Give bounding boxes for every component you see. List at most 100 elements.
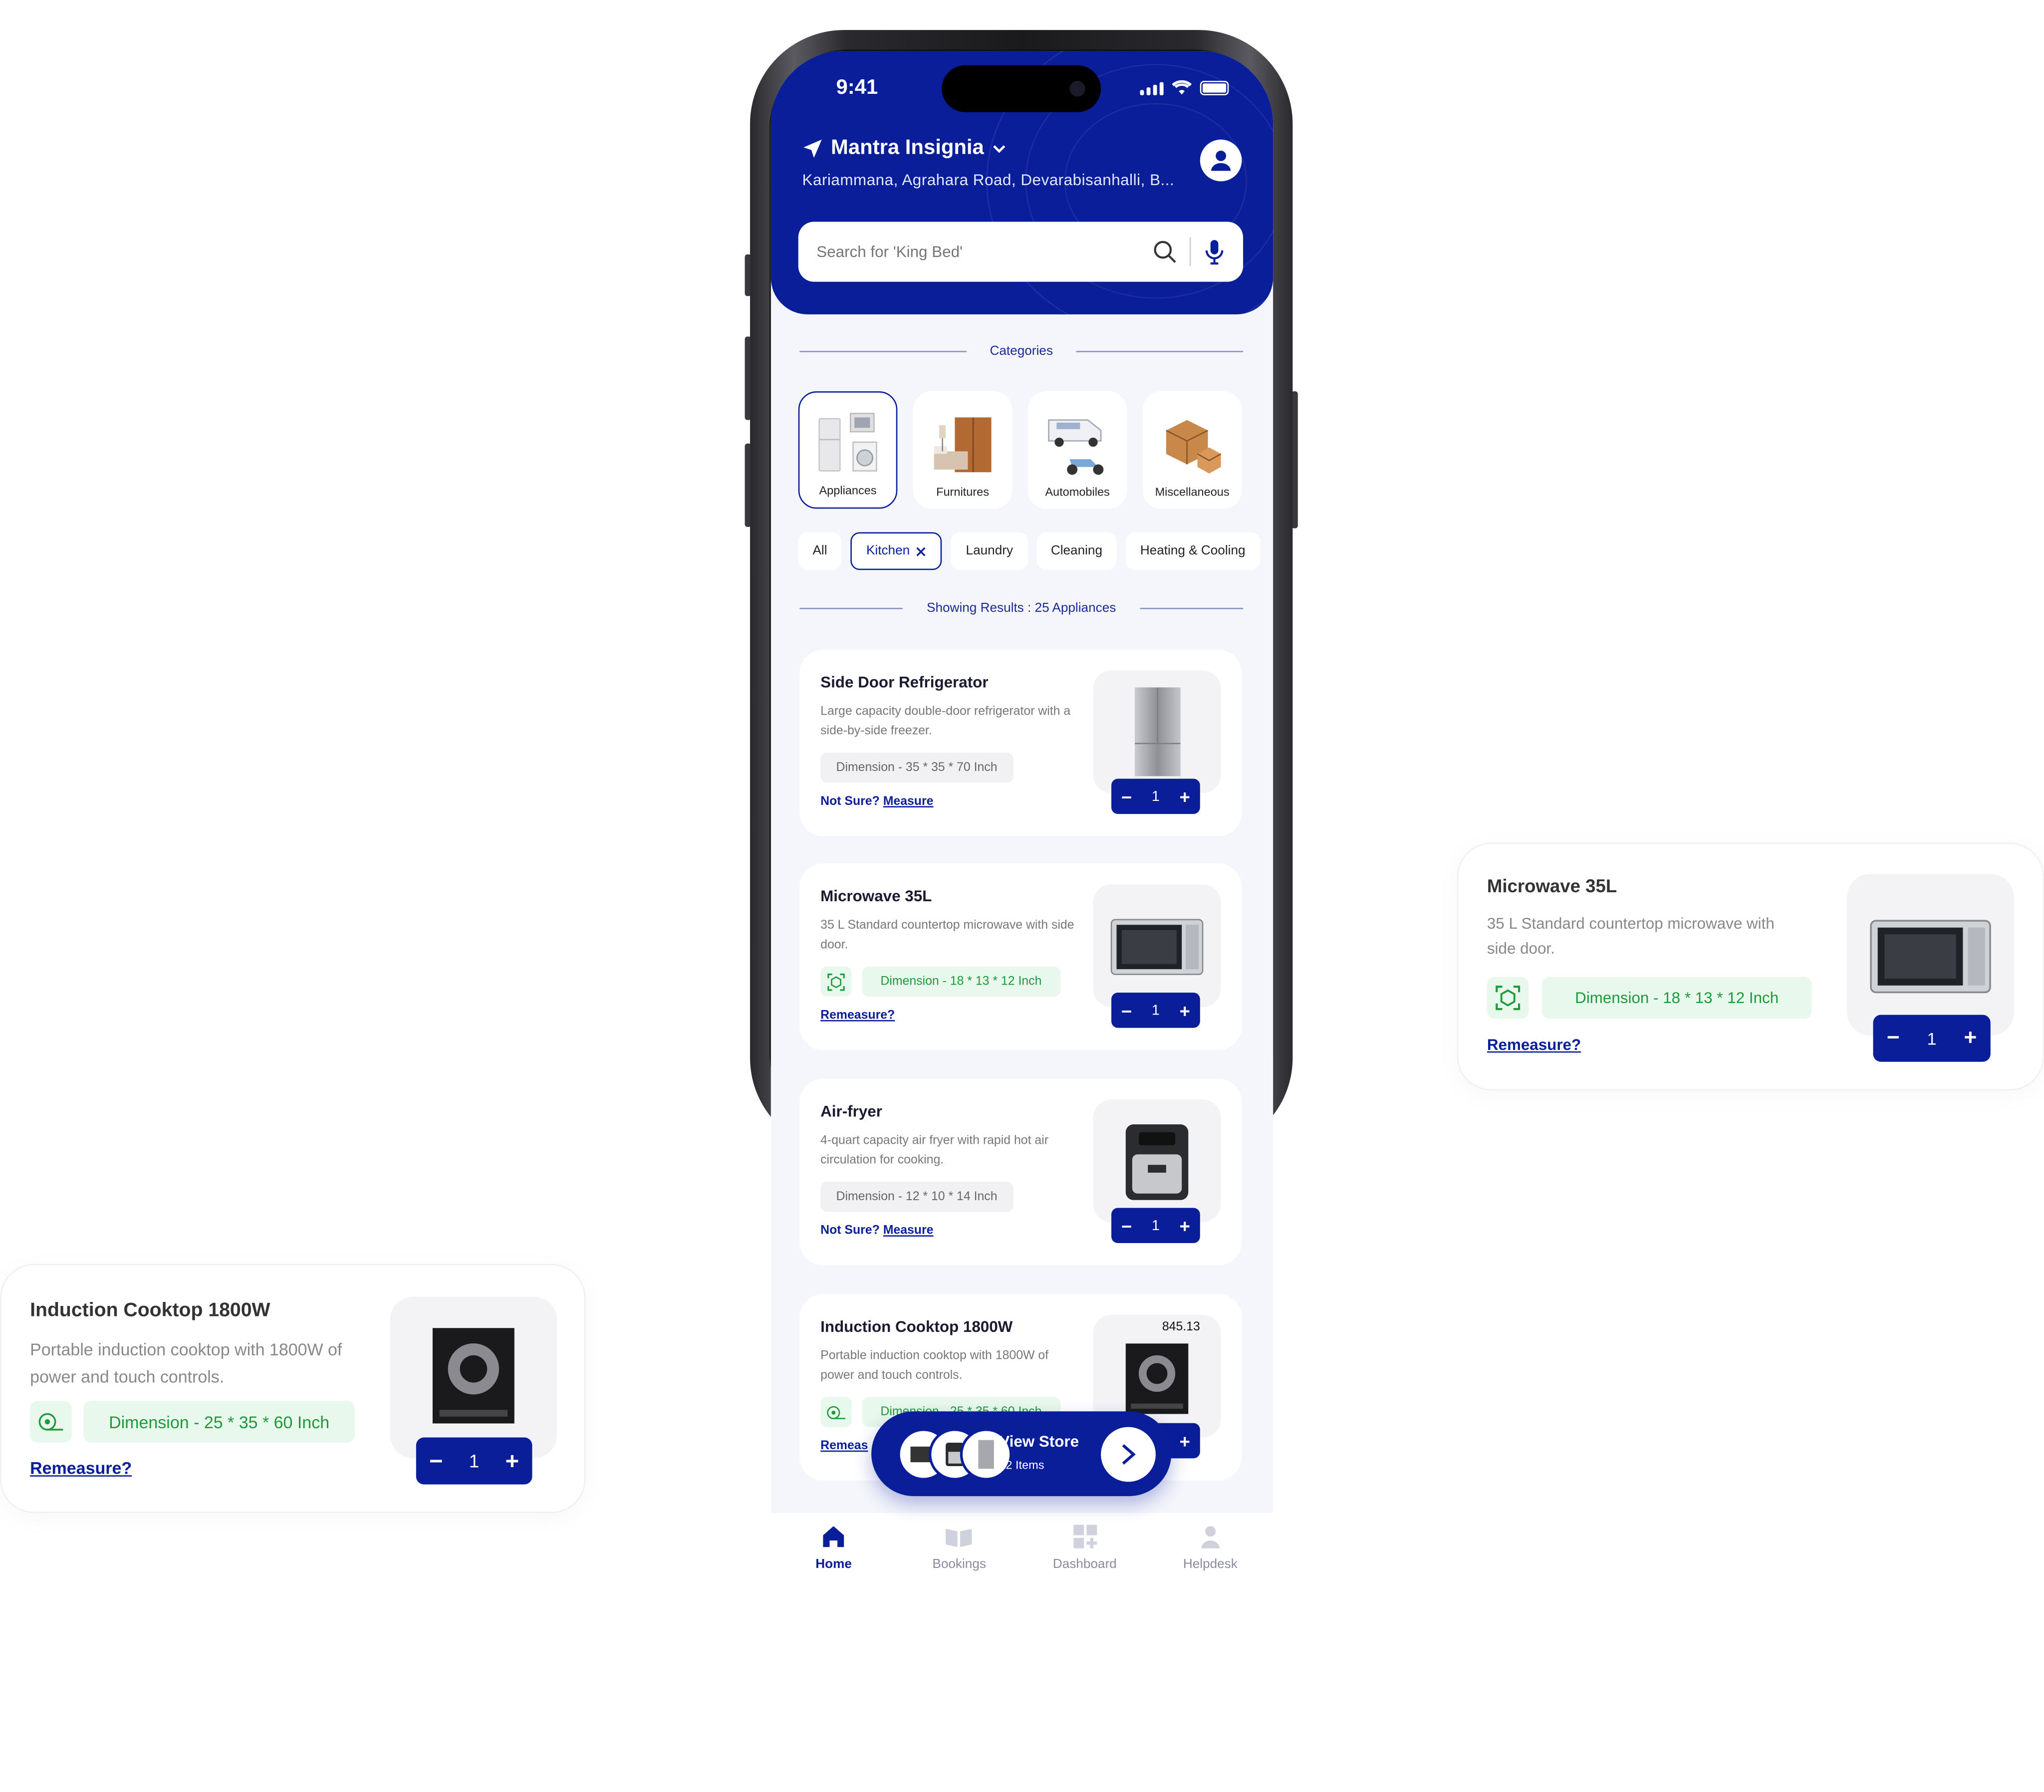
category-label: Appliances (819, 484, 877, 497)
induction-image (432, 1328, 514, 1424)
profile-avatar[interactable] (1200, 139, 1242, 182)
product-title: Induction Cooktop 1800W (820, 1317, 1013, 1336)
nav-home[interactable]: Home (781, 1524, 886, 1572)
ar-scan-icon[interactable] (820, 966, 852, 997)
results-heading: Showing Results : 25 Appliances (799, 601, 1244, 616)
category-furnitures[interactable]: Furnitures (913, 391, 1013, 509)
plus-icon[interactable]: + (505, 1447, 519, 1474)
location-address: Kariammana, Agrahara Road, Devarabisanha… (802, 171, 1175, 190)
signal-icon (1140, 82, 1164, 95)
remeasure-link[interactable]: Remeasure? (1487, 1035, 1581, 1054)
quantity-value: 1 (469, 1450, 480, 1472)
header-pattern (1025, 64, 1274, 299)
category-miscellaneous[interactable]: Miscellaneous (1142, 391, 1242, 509)
view-store-button[interactable]: View Store 12 Items (871, 1411, 1172, 1497)
plus-icon[interactable]: + (1179, 1000, 1190, 1021)
minus-icon[interactable]: − (429, 1447, 443, 1474)
app-header: 9:41 Mantra Insignia Kariammana, Agrahar… (770, 50, 1274, 314)
product-title: Microwave 35L (820, 887, 932, 906)
remeasure-link[interactable]: Remeasure? (30, 1458, 132, 1478)
remeasure-link[interactable]: Remeasure? (820, 1009, 895, 1023)
chip-cleaning[interactable]: Cleaning (1036, 532, 1117, 570)
chip-label: Cleaning (1050, 543, 1103, 558)
chip-heating-cooling[interactable]: Heating & Cooling (1126, 532, 1260, 570)
remeasure-link[interactable]: Remeas (820, 1439, 868, 1453)
quantity-stepper[interactable]: − 1 + (1873, 1015, 1991, 1062)
floating-card-induction: Induction Cooktop 1800W Portable inducti… (0, 1264, 586, 1514)
dimension-badge: Dimension - 18 * 13 * 12 Inch (1541, 977, 1812, 1019)
wifi-icon (1172, 80, 1192, 95)
tape-measure-icon[interactable] (30, 1401, 72, 1443)
furniture-icon (934, 417, 992, 473)
plus-icon[interactable]: + (1179, 1430, 1190, 1451)
plus-icon[interactable]: + (1179, 785, 1190, 807)
categories-heading-text: Categories (990, 344, 1053, 359)
minus-icon[interactable]: − (1121, 1000, 1132, 1021)
nav-label: Bookings (932, 1557, 986, 1572)
microwave-image (1870, 920, 1991, 994)
results-heading-text: Showing Results : 25 Appliances (927, 601, 1116, 616)
user-icon (1211, 150, 1231, 171)
minus-icon[interactable]: − (1886, 1025, 1900, 1050)
category-automobiles[interactable]: Automobiles (1027, 391, 1127, 509)
phone-power-button (1291, 391, 1298, 528)
phone-volume-down (745, 443, 752, 527)
measure-prefix: Not Sure? (820, 794, 880, 809)
close-icon[interactable] (916, 546, 927, 556)
phone-action-button (745, 254, 752, 296)
category-label: Furnitures (936, 485, 989, 499)
category-appliances[interactable]: Appliances (798, 391, 898, 509)
remeasure-link-text: Remeas (820, 1439, 868, 1453)
price-label: 845.13 (1162, 1320, 1200, 1335)
product-card-refrigerator[interactable]: Side Door Refrigerator Large capacity do… (799, 649, 1242, 836)
chip-label: Laundry (966, 543, 1014, 558)
quantity-stepper[interactable]: −1+ (1111, 778, 1200, 814)
cart-thumb-refrigerator (960, 1428, 1013, 1481)
minus-icon[interactable]: − (1121, 785, 1132, 807)
chip-label: Heating & Cooling (1140, 543, 1246, 558)
chip-label: Kitchen (866, 543, 910, 558)
quantity-stepper[interactable]: −1+ (1111, 1208, 1200, 1244)
measure-prefix: Not Sure? (820, 1223, 880, 1238)
status-time: 9:41 (836, 77, 878, 99)
product-card-air-fryer[interactable]: Air-fryer 4-quart capacity air fryer wit… (799, 1078, 1242, 1266)
product-title: Microwave 35L (1487, 875, 1617, 896)
plus-icon[interactable]: + (1179, 1215, 1190, 1236)
microphone-icon[interactable] (1204, 239, 1225, 265)
search-input[interactable] (816, 243, 1153, 261)
chip-laundry[interactable]: Laundry (951, 532, 1027, 570)
location-selector[interactable]: Mantra Insignia (802, 137, 1008, 160)
quantity-stepper[interactable]: −1+ (1111, 993, 1200, 1028)
dimension-badge: Dimension - 25 * 35 * 60 Inch (83, 1401, 355, 1443)
product-thumbnail (1093, 884, 1221, 1007)
search-icon[interactable] (1153, 240, 1177, 263)
product-card-microwave[interactable]: Microwave 35L 35 L Standard countertop m… (799, 863, 1242, 1050)
measure-link[interactable]: Not Sure? Measure (820, 794, 933, 809)
nav-helpdesk[interactable]: Helpdesk (1158, 1524, 1263, 1572)
ar-scan-icon[interactable] (1487, 977, 1529, 1019)
quantity-stepper[interactable]: − 1 + (416, 1437, 532, 1485)
product-description: 35 L Standard countertop microwave with … (820, 918, 1074, 953)
product-description: 4-quart capacity air fryer with rapid ho… (820, 1133, 1049, 1168)
induction-image (1125, 1343, 1189, 1414)
view-store-arrow[interactable] (1101, 1427, 1156, 1482)
product-thumbnail (390, 1296, 557, 1459)
search-bar (798, 222, 1244, 282)
appliances-icon (818, 413, 877, 472)
dimension-badge: Dimension - 12 * 10 * 14 Inch (820, 1182, 1013, 1212)
chevron-right-icon (1122, 1444, 1136, 1465)
minus-icon[interactable]: − (1121, 1215, 1132, 1236)
view-store-label: View Store (999, 1432, 1079, 1451)
product-thumbnail (1847, 874, 2014, 1036)
quantity-value: 1 (1927, 1028, 1937, 1048)
tape-measure-icon[interactable] (820, 1397, 852, 1427)
chip-kitchen[interactable]: Kitchen (850, 532, 943, 570)
nav-bookings[interactable]: Bookings (907, 1524, 1012, 1572)
nav-dashboard[interactable]: Dashboard (1032, 1524, 1137, 1572)
plus-icon[interactable]: + (1964, 1025, 1977, 1050)
search-divider (1189, 237, 1191, 266)
battery-icon (1200, 81, 1229, 95)
person-icon (1201, 1526, 1220, 1548)
measure-link[interactable]: Not Sure? Measure (820, 1224, 933, 1238)
chip-all[interactable]: All (798, 532, 842, 570)
